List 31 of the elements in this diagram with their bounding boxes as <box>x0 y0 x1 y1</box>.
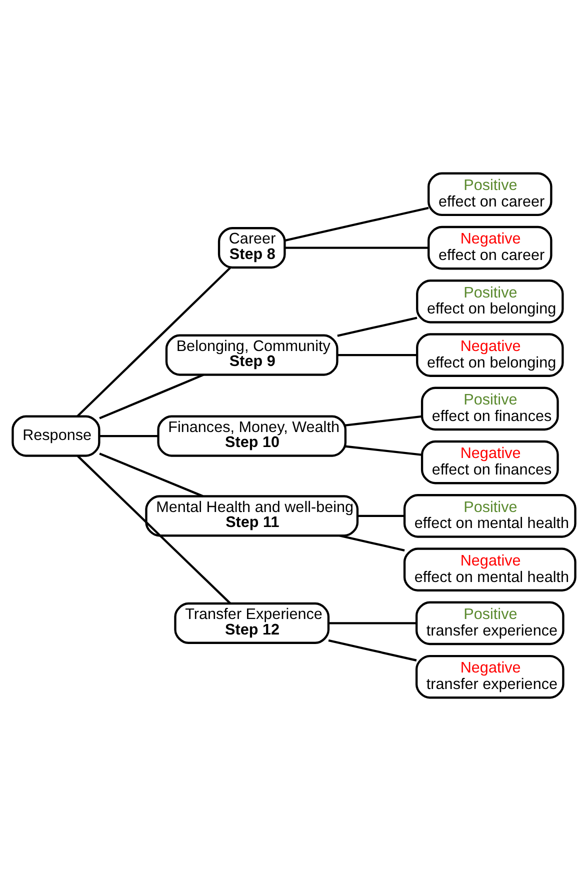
node-box: Negative effect on career <box>428 226 552 270</box>
connector <box>77 455 231 604</box>
node-box: Response <box>12 415 100 457</box>
node-box: Negative effect on belonging <box>416 333 564 377</box>
node-box: Belonging, Community Step 9 <box>165 334 338 376</box>
connector <box>337 354 417 356</box>
connector <box>99 374 204 420</box>
node-box: Negative transfer experience <box>415 654 564 699</box>
node-box: Positive effect on belonging <box>416 280 564 324</box>
node-box: Positive transfer experience <box>415 601 564 646</box>
connector <box>345 415 422 426</box>
node-box: Negative effect on finances <box>420 440 559 484</box>
connector <box>284 206 429 242</box>
node-box: Positive effect on mental health <box>403 494 576 538</box>
node-box: Transfer Experience Step 12 <box>174 602 330 644</box>
node-box: Positive effect on career <box>428 172 552 216</box>
node-box: Career Step 8 <box>218 227 286 269</box>
connector <box>345 445 422 456</box>
connector <box>358 514 404 518</box>
connector <box>284 246 428 249</box>
connector <box>76 266 232 418</box>
connector <box>337 316 418 337</box>
connector <box>328 622 416 624</box>
node-box: Positive effect on finances <box>420 386 559 431</box>
node-box: Negative effect on mental health <box>403 548 576 592</box>
node-box: Finances, Money, Wealth Step 10 <box>157 415 347 457</box>
connector <box>328 639 417 662</box>
connector <box>99 452 204 498</box>
connector <box>340 534 405 552</box>
connector <box>100 434 158 438</box>
node-box: Mental Health and well-being Step 11 <box>145 495 359 537</box>
